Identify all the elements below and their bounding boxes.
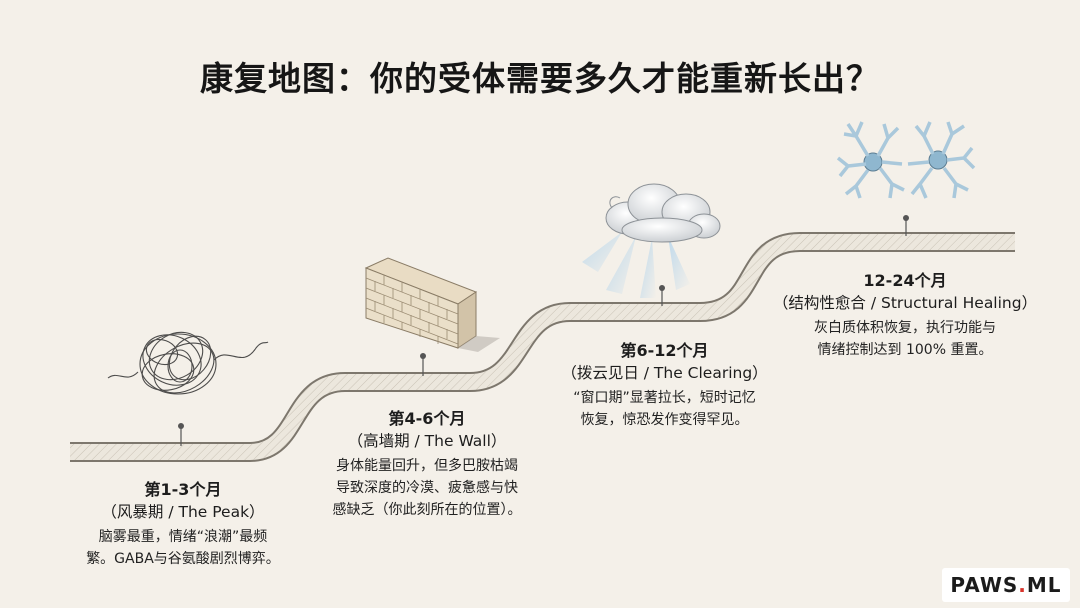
stage-name: （风暴期 / The Peak） — [101, 503, 265, 521]
neuron-left-icon — [836, 121, 905, 199]
stage-period: 第1-3个月 — [144, 480, 222, 499]
stage-description-line: 恢复，惊恐发作变得罕见。 — [580, 412, 749, 428]
stage-1-label: 第1-3个月 （风暴期 / The Peak） 脑雾最重，情绪“浪潮”最频 繁。… — [58, 479, 308, 570]
stage-period: 第6-12个月 — [620, 341, 709, 360]
stage-period: 12-24个月 — [863, 271, 947, 290]
stage-description: “窗口期”显著拉长，短时记忆 恢复，惊恐发作变得罕见。 — [542, 387, 787, 431]
stage-description-line: 导致深度的冷漠、疲惫感与快 — [336, 480, 518, 496]
tangled-scribble-icon — [107, 331, 269, 395]
stage-period: 第4-6个月 — [388, 409, 466, 428]
stage-1-pin — [178, 423, 184, 446]
stage-2-label: 第4-6个月 （高墙期 / The Wall） 身体能量回升，但多巴胺枯竭 导致… — [302, 408, 552, 521]
stage-description-line: “窗口期”显著拉长，短时记忆 — [573, 390, 756, 406]
stage-description-line: 繁。GABA与谷氨酸剧烈博弈。 — [86, 551, 280, 567]
stage-description-line: 脑雾最重，情绪“浪潮”最频 — [98, 529, 268, 545]
stage-description-line: 感缺乏（你此刻所在的位置）。 — [332, 502, 522, 518]
stage-name: （结构性愈合 / Structural Healing） — [772, 294, 1038, 312]
stage-2-pin — [420, 353, 426, 376]
stage-name: （高墙期 / The Wall） — [347, 432, 507, 450]
stage-description-line: 身体能量回升，但多巴胺枯竭 — [336, 458, 518, 474]
stage-4-label: 12-24个月 （结构性愈合 / Structural Healing） 灰白质… — [770, 270, 1040, 361]
stage-name: （拨云见日 / The Clearing） — [561, 364, 768, 382]
stage-4-pin — [903, 215, 909, 236]
brand-dot: . — [1018, 573, 1027, 597]
brick-wall-icon — [364, 257, 500, 352]
stage-description: 灰白质体积恢复，执行功能与 情绪控制达到 100% 重置。 — [770, 317, 1040, 361]
brand-suffix: ML — [1026, 573, 1062, 597]
stage-description: 脑雾最重，情绪“浪潮”最频 繁。GABA与谷氨酸剧烈博弈。 — [58, 526, 308, 570]
stage-description: 身体能量回升，但多巴胺枯竭 导致深度的冷漠、疲惫感与快 感缺乏（你此刻所在的位置… — [302, 455, 552, 521]
winding-path — [70, 232, 1015, 462]
stage-3-label: 第6-12个月 （拨云见日 / The Clearing） “窗口期”显著拉长，… — [542, 340, 787, 431]
neuron-right-icon — [907, 121, 976, 199]
brand-logo: PAWS.ML — [942, 568, 1070, 602]
stage-description-line: 灰白质体积恢复，执行功能与 — [814, 320, 996, 336]
neurons-icon — [836, 121, 976, 199]
stage-3-pin — [659, 285, 665, 306]
cloud-sunbeam-icon — [582, 183, 721, 298]
brand-name: PAWS — [950, 573, 1019, 597]
page-title: 康复地图：你的受体需要多久才能重新长出？ — [200, 59, 880, 98]
stage-description-line: 情绪控制达到 100% 重置。 — [817, 342, 993, 358]
